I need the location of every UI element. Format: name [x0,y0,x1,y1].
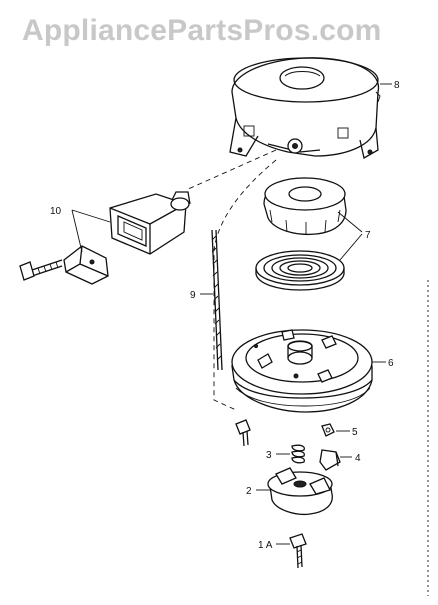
callout-1a: 1 A [258,540,273,551]
retainer-nut-part [321,423,335,437]
handle-bracket-part [63,245,109,285]
center-screw-part [289,533,307,569]
bracket-screw-part [19,259,63,281]
callout-2: 2 [246,486,252,497]
callout-5: 5 [352,427,358,438]
callout-7: 7 [365,230,371,241]
brake-spring-part [291,444,306,464]
callout-3: 3 [266,450,272,461]
starter-rope-part [211,229,223,371]
starter-housing-part [229,57,381,160]
callout-10: 10 [50,206,62,217]
callout-4: 4 [355,453,361,464]
pulley-part [231,329,373,413]
callout-9: 9 [190,290,196,301]
callout-8: 8 [394,80,400,91]
recoil-spring-part [255,250,345,291]
spring-cup-part [263,177,347,236]
callout-6: 6 [388,358,394,369]
pulley-pin-part [235,419,251,447]
starter-handle-part [109,191,191,255]
pawl-part [319,449,341,471]
watermark: AppliancePartsPros.com [22,14,382,47]
cam-retainer-part [267,467,333,516]
